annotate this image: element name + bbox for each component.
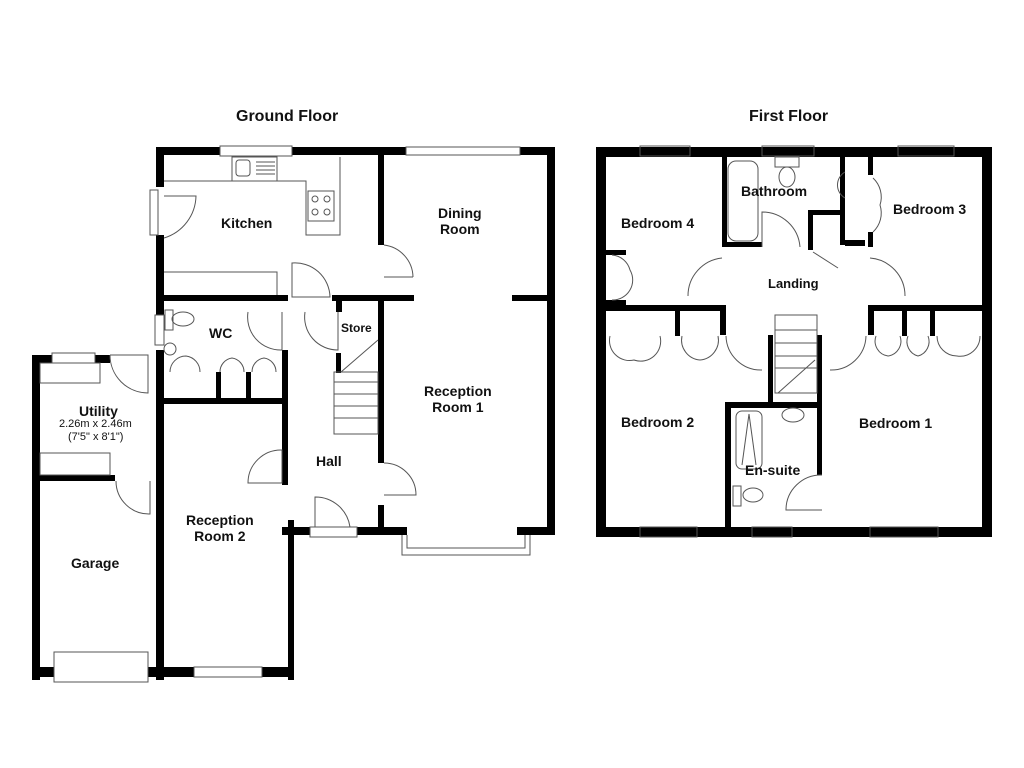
- room-label-line: Reception: [186, 512, 254, 528]
- room-label-line: Room 2: [194, 528, 246, 544]
- first-floor-walls: [596, 147, 992, 537]
- room-label-en-suite: En-suite: [745, 462, 801, 478]
- room-label-wc: WC: [209, 325, 233, 341]
- utility-dimensions-metric: 2.26m x 2.46m: [59, 418, 132, 430]
- room-label-dining-room: Dining Room: [438, 205, 482, 237]
- room-label-bedroom-3: Bedroom 3: [893, 201, 967, 217]
- ground-floor-walls: [32, 147, 555, 680]
- room-label-kitchen: Kitchen: [221, 215, 273, 231]
- room-label-line: Dining: [438, 205, 482, 221]
- room-label-landing: Landing: [768, 276, 819, 291]
- room-label-reception-room-2: Reception Room 2: [186, 512, 254, 544]
- room-label-bedroom-2: Bedroom 2: [621, 414, 695, 430]
- room-label-line: Room: [439, 221, 480, 237]
- room-label-line: Room 1: [432, 399, 484, 415]
- first-floor-title: First Floor: [749, 108, 829, 125]
- room-label-garage: Garage: [71, 555, 120, 571]
- ground-floor-title: Ground Floor: [236, 108, 339, 125]
- room-label-line: Reception: [424, 383, 492, 399]
- utility-dimensions-imperial: (7'5" x 8'1"): [68, 431, 124, 443]
- room-label-bedroom-4: Bedroom 4: [621, 215, 695, 231]
- room-label-store: Store: [341, 321, 372, 335]
- room-label-reception-room-1: Reception Room 1: [424, 383, 492, 415]
- first-floor-fixtures: [609, 145, 981, 538]
- room-label-bathroom: Bathroom: [741, 183, 808, 199]
- room-label-utility: Utility: [79, 403, 118, 419]
- room-label-hall: Hall: [316, 453, 342, 469]
- ground-floor-fixtures: [39, 145, 531, 683]
- room-label-bedroom-1: Bedroom 1: [859, 415, 933, 431]
